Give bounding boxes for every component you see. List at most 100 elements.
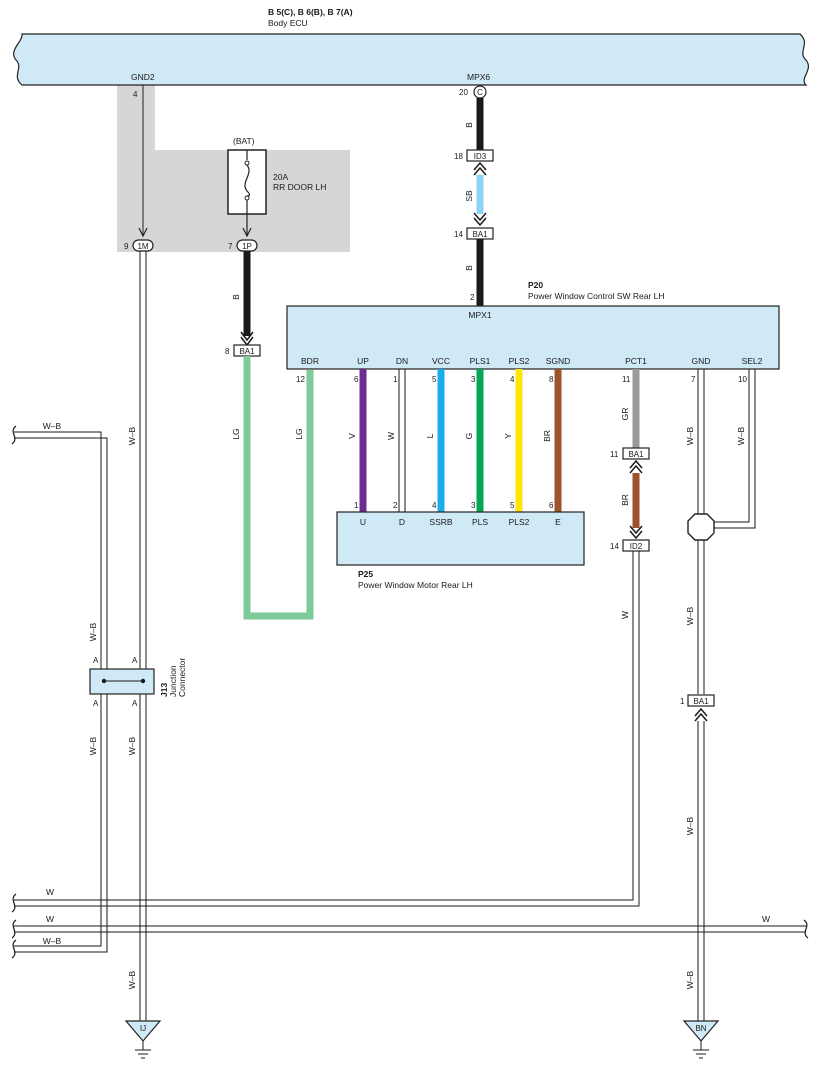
p20-code: P20 <box>528 280 543 290</box>
p20-mpx1-label: MPX1 <box>468 310 491 320</box>
j13-name-line1: Junction <box>168 665 178 697</box>
wire-wb-sel2 <box>714 369 756 529</box>
wire-label-w-dn: W <box>386 432 396 440</box>
j13-pin-a-top-left: A <box>93 656 99 665</box>
p20-pin-num: 1 <box>393 375 398 384</box>
ba1-pct-chevron <box>629 459 643 474</box>
right-break-mark <box>803 919 809 939</box>
wire-wb-main <box>139 251 147 1021</box>
wire-label-wb-row3: W–B <box>43 936 62 946</box>
p25-pin-num: 3 <box>471 501 476 510</box>
wire-label-w-row2: W <box>46 914 54 924</box>
wire-label-b-mid: B <box>464 265 474 271</box>
wire-label-g: G <box>464 433 474 440</box>
wire-label-wb-main-lower: W–B <box>127 736 137 755</box>
wire-w-id2 <box>14 551 640 907</box>
wire-label-lg-1: LG <box>231 428 241 439</box>
wire-label-gr: GR <box>620 408 630 421</box>
ground-ij-symbol <box>135 1041 151 1059</box>
ground-ij-label: IJ <box>140 1024 146 1033</box>
connector-id2-num: 14 <box>610 542 619 551</box>
p20-pin-label: VCC <box>432 356 450 366</box>
wire-wb-to-ground-bn <box>697 721 705 1021</box>
ecu-pin-num-20: 20 <box>459 88 468 97</box>
wire-lg-loop <box>243 356 314 620</box>
connector-id3 <box>466 149 494 162</box>
connector-id3-label: ID3 <box>474 152 487 161</box>
wire-label-wb-main-upper: W–B <box>127 426 137 445</box>
wire-label-l: L <box>425 433 435 438</box>
wire-wb-splice-ba1 <box>697 540 705 694</box>
connector-ba1-top-num: 14 <box>454 230 463 239</box>
ba1-right-chevron <box>694 707 708 722</box>
p20-pin-num: 12 <box>296 375 305 384</box>
wire-label-wb-left-upper: W–B <box>88 622 98 641</box>
wire-label-br-pct: BR <box>620 494 630 506</box>
ecu-connector-codes: B 5(C), B 6(B), B 7(A) <box>268 7 353 17</box>
p20-pin-labels: BDR UP DN VCC PLS1 PLS2 SGND PCT1 GND SE… <box>301 356 763 366</box>
p25-pin-label: U <box>360 517 366 527</box>
p20-pin-num: 5 <box>432 375 437 384</box>
p20-pin-label: BDR <box>301 356 319 366</box>
wire-label-b-left: B <box>231 294 241 300</box>
fuse-rating: 20A <box>273 172 288 182</box>
fuse-terminal-top <box>244 160 250 166</box>
wire-label-wb-gnd: W–B <box>685 426 695 445</box>
p20-pin-num: 4 <box>510 375 515 384</box>
p20-pin-num: 10 <box>738 375 747 384</box>
ecu-name: Body ECU <box>268 18 308 28</box>
connector-1p-label: 1P <box>242 242 252 251</box>
p25-pin-label: E <box>555 517 561 527</box>
connector-id2-label: ID2 <box>630 542 643 551</box>
j13-pin-a-bottom-left: A <box>93 699 99 708</box>
wire-w-dn <box>398 369 406 512</box>
p20-pin-label: PCT1 <box>625 356 647 366</box>
connector-ba1-right-num: 1 <box>680 697 685 706</box>
connector-ba1-right-label: BA1 <box>693 697 709 706</box>
wire-wb-gnd <box>697 369 705 514</box>
p20-pin-label: SEL2 <box>742 356 763 366</box>
connector-1m <box>132 239 154 252</box>
ecu-pin-num-4: 4 <box>133 90 138 99</box>
wire-label-v: V <box>347 433 357 439</box>
p20-pin-num: 11 <box>622 375 631 384</box>
p25-pin-num: 1 <box>354 501 359 510</box>
ecu-pin-mpx6: MPX6 <box>467 72 490 82</box>
id3-chevron <box>473 161 487 176</box>
p25-pin-num: 2 <box>393 501 398 510</box>
p20-pin-label: SGND <box>546 356 571 366</box>
connector-1m-label: 1M <box>137 242 148 251</box>
p20-pin-numbers: 12 6 1 5 3 4 8 11 7 10 <box>296 375 747 384</box>
p20-pin-label: PLS2 <box>509 356 530 366</box>
wire-label-wb-ba1-lower: W–B <box>685 816 695 835</box>
connector-ba1-right <box>687 694 715 707</box>
connector-id3-num: 18 <box>454 152 463 161</box>
fuse-name: RR DOOR LH <box>273 182 326 192</box>
connector-ba1-pct-label: BA1 <box>628 450 644 459</box>
connector-ba1-pct <box>622 447 650 460</box>
ground-bn-label: BN <box>695 1024 706 1033</box>
p20-pin-num: 6 <box>354 375 359 384</box>
j13-pin-a-top-right: A <box>132 656 138 665</box>
j13-code: J13 <box>159 683 169 697</box>
p25-pin-labels: U D SSRB PLS PLS2 E <box>360 517 561 527</box>
wire-label-b-top: B <box>464 122 474 128</box>
p25-pin-num: 4 <box>432 501 437 510</box>
connector-ba1-left-num: 8 <box>225 347 230 356</box>
wire-label-br-sgnd: BR <box>542 430 552 442</box>
ground-bn-triangle <box>682 1020 720 1042</box>
wire-label-w-row1: W <box>46 887 54 897</box>
p25-box <box>336 511 585 566</box>
j13-node-left <box>101 678 107 684</box>
p25-pin-label: PLS2 <box>509 517 530 527</box>
connector-ba1-pct-num: 11 <box>610 450 619 459</box>
p20-pin-num: 3 <box>471 375 476 384</box>
p20-mpx-pin-num: 2 <box>470 293 475 302</box>
p20-name: Power Window Control SW Rear LH <box>528 291 665 301</box>
connector-1p-num: 7 <box>228 242 233 251</box>
splice-point <box>687 513 715 541</box>
fuse-element <box>244 164 251 197</box>
ecu-pin-gnd2: GND2 <box>131 72 155 82</box>
wire-label-w-id2: W <box>620 611 630 619</box>
